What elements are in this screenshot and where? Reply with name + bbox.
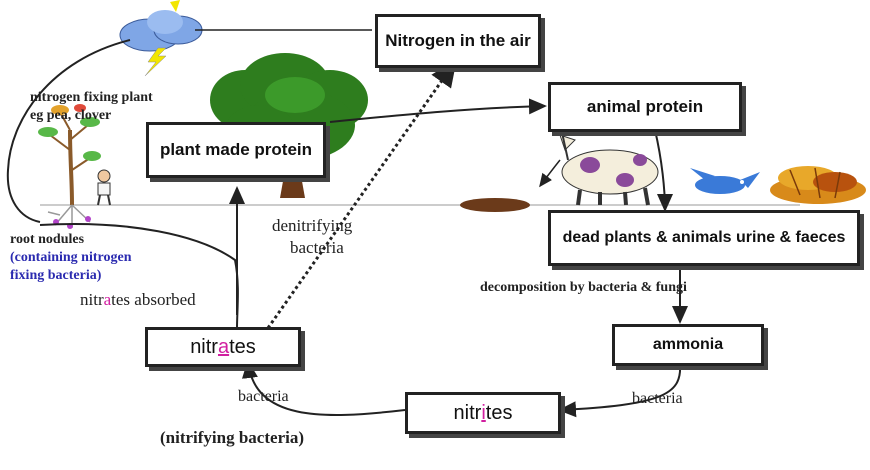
nitrates-box: nitrates	[145, 327, 301, 367]
dead-matter-label: dead plants & animals urine & faeces	[562, 228, 846, 246]
dead-leaves-icon	[770, 166, 866, 204]
plant-protein-label: plant made protein	[159, 140, 313, 160]
animal-protein-label: animal protein	[586, 97, 704, 117]
animal-protein-box: animal protein	[548, 82, 742, 132]
bacteria-left-label: bacteria	[238, 388, 289, 405]
tree-icon	[210, 53, 368, 198]
lightning-cloud-icon	[119, 0, 203, 77]
arrow-nitrites-to-nitrates	[241, 360, 406, 416]
arrow-ammonia-to-nitrites	[558, 364, 682, 418]
arrow-denitrifying	[266, 59, 457, 329]
nitrogen-in-air-label: Nitrogen in the air	[385, 31, 531, 51]
bird-icon	[690, 168, 760, 194]
nitrifying-bacteria-label: (nitrifying bacteria)	[160, 428, 304, 447]
arrow-cow-to-soil	[539, 159, 561, 188]
containing-label-2: fixing bacteria)	[10, 268, 102, 283]
nitrates-label: nitrates	[190, 335, 256, 358]
nitrates-absorbed-label: nitrates absorbed	[80, 290, 196, 309]
denitrifying-label-2: bacteria	[290, 238, 344, 257]
containing-label-1: (containing nitrogen	[10, 250, 132, 265]
arrow-plant-to-animal	[329, 98, 547, 123]
ammonia-box: ammonia	[612, 324, 764, 366]
soil-icon	[460, 198, 530, 212]
arrow-animal-to-dead	[654, 129, 673, 212]
denitrifying-label-1: denitrifying	[272, 216, 353, 235]
bacteria-right-label: bacteria	[632, 390, 683, 407]
nitrites-box: nitrites	[405, 392, 561, 434]
root-nodules-label: root nodules	[10, 232, 85, 247]
dead-matter-box: dead plants & animals urine & faeces	[548, 210, 860, 266]
arrow-lightning-to-nodules	[6, 39, 131, 223]
ammonia-label: ammonia	[652, 335, 724, 353]
cow-icon	[559, 119, 659, 206]
fixing-plant-label-1: nitrogen fixing plant	[30, 90, 153, 105]
fixing-plant-label-2: eg pea, clover	[30, 108, 112, 123]
decomposition-label: decomposition by bacteria & fungi	[480, 280, 687, 295]
plant-protein-box: plant made protein	[146, 122, 326, 178]
person-icon	[97, 169, 111, 206]
nitrogen-in-air-box: Nitrogen in the air	[375, 14, 541, 68]
nitrites-label: nitrites	[453, 401, 513, 424]
